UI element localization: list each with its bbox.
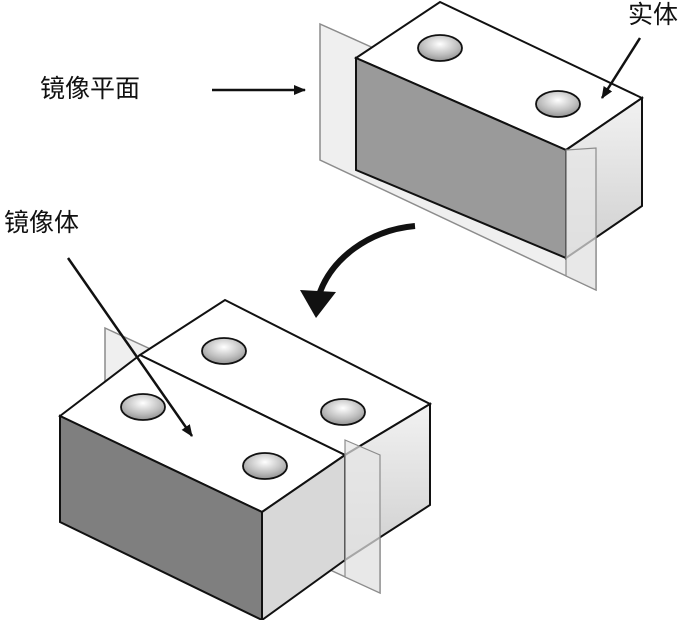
mirror-plane-label: 镜像平面 — [40, 74, 141, 103]
hole-icon — [201, 337, 247, 365]
hole-icon — [120, 393, 166, 421]
mirror-plane-overlay — [565, 147, 597, 291]
solid-label: 实体 — [628, 0, 679, 29]
mirror-front-face — [59, 414, 263, 620]
hole-icon — [535, 90, 581, 118]
solid-pointer-arrow — [600, 37, 642, 99]
mirror-body-pointer-arrow — [66, 257, 194, 437]
hole-icon — [320, 398, 366, 426]
hole-icon — [417, 34, 463, 62]
mirror-body-label: 镜像体 — [4, 208, 80, 237]
mirror-result-group — [58, 298, 433, 620]
original-solid-group — [319, 0, 644, 292]
hole-icon — [242, 452, 288, 480]
mirror-transition-arrow — [300, 223, 416, 318]
mirror-plane-overlay — [344, 439, 381, 594]
